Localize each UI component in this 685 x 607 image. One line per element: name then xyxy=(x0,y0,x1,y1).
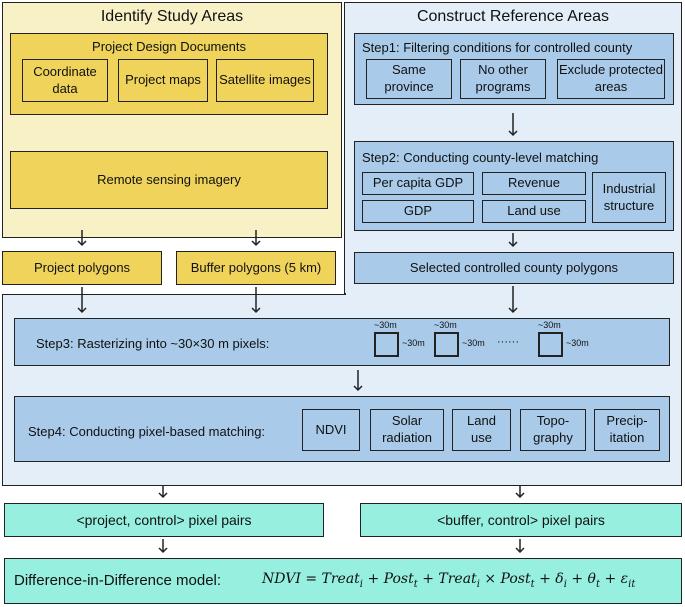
buffer-pairs-box: <buffer, control> pixel pairs xyxy=(360,503,682,537)
step3-title: Step3: Rasterizing into ~30×30 m pixels: xyxy=(36,336,270,351)
pixel-side-label: ~30m xyxy=(566,338,589,348)
pixel-top-label: ~30m xyxy=(434,320,457,330)
revenue-box: Revenue xyxy=(482,172,586,195)
land-use-pixel-box: Land use xyxy=(452,409,511,451)
selected-county-box: Selected controlled county polygons xyxy=(354,252,674,284)
step1-title: Step1: Filtering conditions for controll… xyxy=(362,40,633,55)
precipitation-box: Precip-itation xyxy=(594,409,660,451)
study-area-title: Identify Study Areas xyxy=(100,8,244,25)
project-pairs-box: <project, control> pixel pairs xyxy=(4,503,324,537)
solar-radiation-box: Solar radiation xyxy=(370,409,444,451)
gdp-box: GDP xyxy=(362,200,474,223)
same-province-box: Same province xyxy=(366,59,452,99)
no-other-programs-box: No other programs xyxy=(460,59,546,99)
remote-sensing-box: Remote sensing imagery xyxy=(10,151,328,209)
exclude-protected-box: Exclude protected areas xyxy=(557,59,665,99)
industrial-structure-box: Industrial structure xyxy=(592,172,666,223)
ndvi-box: NDVI xyxy=(302,409,360,451)
pixel-top-label: ~30m xyxy=(538,320,561,330)
pixel-side-label: ~30m xyxy=(402,338,425,348)
pixel-ellipsis: ······ xyxy=(497,336,519,348)
pixel-square xyxy=(434,332,459,357)
project-maps-box: Project maps xyxy=(118,59,208,102)
did-model-label: Difference-in-Difference model: xyxy=(14,572,222,589)
pixel-top-label: ~30m xyxy=(374,320,397,330)
per-capita-gdp-box: Per capita GDP xyxy=(362,172,474,195)
coordinate-data-box: Coordinate data xyxy=(22,59,108,102)
design-docs-title: Project Design Documents xyxy=(92,39,246,54)
satellite-images-box: Satellite images xyxy=(216,59,314,102)
step4-title: Step4: Conducting pixel-based matching: xyxy=(28,424,266,439)
did-formula: NDVI = Treati + Postt + Treati × Postt +… xyxy=(262,571,636,590)
pixel-square xyxy=(538,332,563,357)
did-model-box xyxy=(4,558,682,604)
topography-box: Topo-graphy xyxy=(520,409,586,451)
project-polygons-box: Project polygons xyxy=(2,251,162,285)
buffer-polygons-box: Buffer polygons (5 km) xyxy=(176,251,336,285)
pixel-side-label: ~30m xyxy=(462,338,485,348)
step3-box xyxy=(14,318,670,366)
land-use-county-box: Land use xyxy=(482,200,586,223)
reference-area-title: Construct Reference Areas xyxy=(416,8,610,25)
step2-title: Step2: Conducting county-level matching xyxy=(362,150,599,165)
pixel-square xyxy=(374,332,399,357)
